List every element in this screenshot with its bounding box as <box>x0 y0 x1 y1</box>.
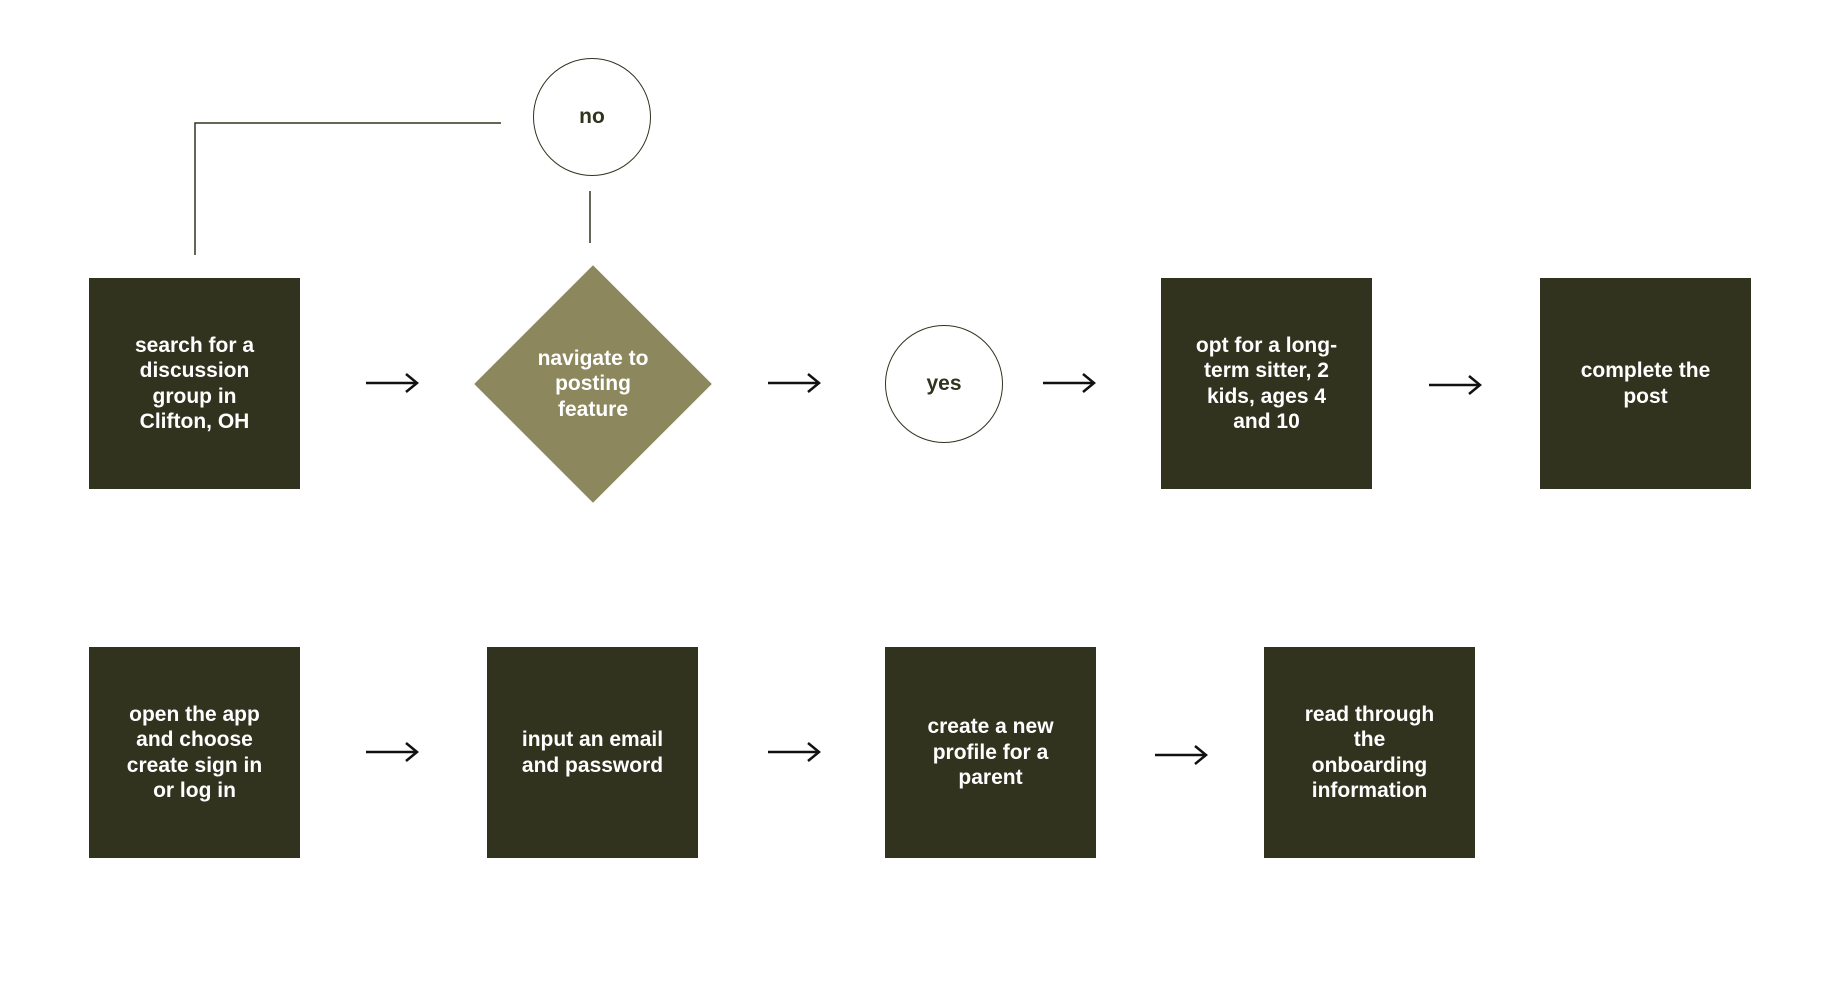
no-to-search-line <box>194 122 501 255</box>
arrow-right-icon <box>1429 375 1482 395</box>
arrow-right-icon <box>1043 373 1096 393</box>
create-profile-step: create a new profile for a parent <box>885 647 1096 858</box>
navigate-posting-decision: navigate to posting feature <box>474 265 712 503</box>
no-label: no <box>579 105 605 128</box>
arrow-right-icon <box>768 373 821 393</box>
input-credentials-step: input an email and password <box>487 647 698 858</box>
no-decision-node: no <box>533 58 651 176</box>
read-onboarding-step: read through the onboarding information <box>1264 647 1475 858</box>
arrow-right-icon <box>366 373 419 393</box>
create-profile-label: create a new profile for a parent <box>927 715 1054 790</box>
open-app-label: open the app and choose create sign in o… <box>126 702 263 803</box>
open-app-step: open the app and choose create sign in o… <box>89 647 300 858</box>
search-discussion-group-step: search for a discussion group in Clifton… <box>89 278 300 489</box>
arrow-right-icon <box>1155 745 1208 765</box>
navigate-posting-label: navigate to posting feature <box>537 346 649 421</box>
complete-post-step: complete the post <box>1540 278 1751 489</box>
input-credentials-label: input an email and password <box>521 728 664 777</box>
read-onboarding-label: read through the onboarding information <box>1304 702 1435 803</box>
arrow-right-icon <box>366 742 419 762</box>
yes-label: yes <box>926 372 962 395</box>
complete-post-label: complete the post <box>1580 359 1711 408</box>
search-discussion-group-label: search for a discussion group in Clifton… <box>134 333 255 434</box>
opt-long-term-sitter-label: opt for a long- term sitter, 2 kids, age… <box>1195 333 1338 434</box>
arrow-right-icon <box>768 742 821 762</box>
opt-long-term-sitter-step: opt for a long- term sitter, 2 kids, age… <box>1161 278 1372 489</box>
yes-decision-node: yes <box>885 325 1003 443</box>
